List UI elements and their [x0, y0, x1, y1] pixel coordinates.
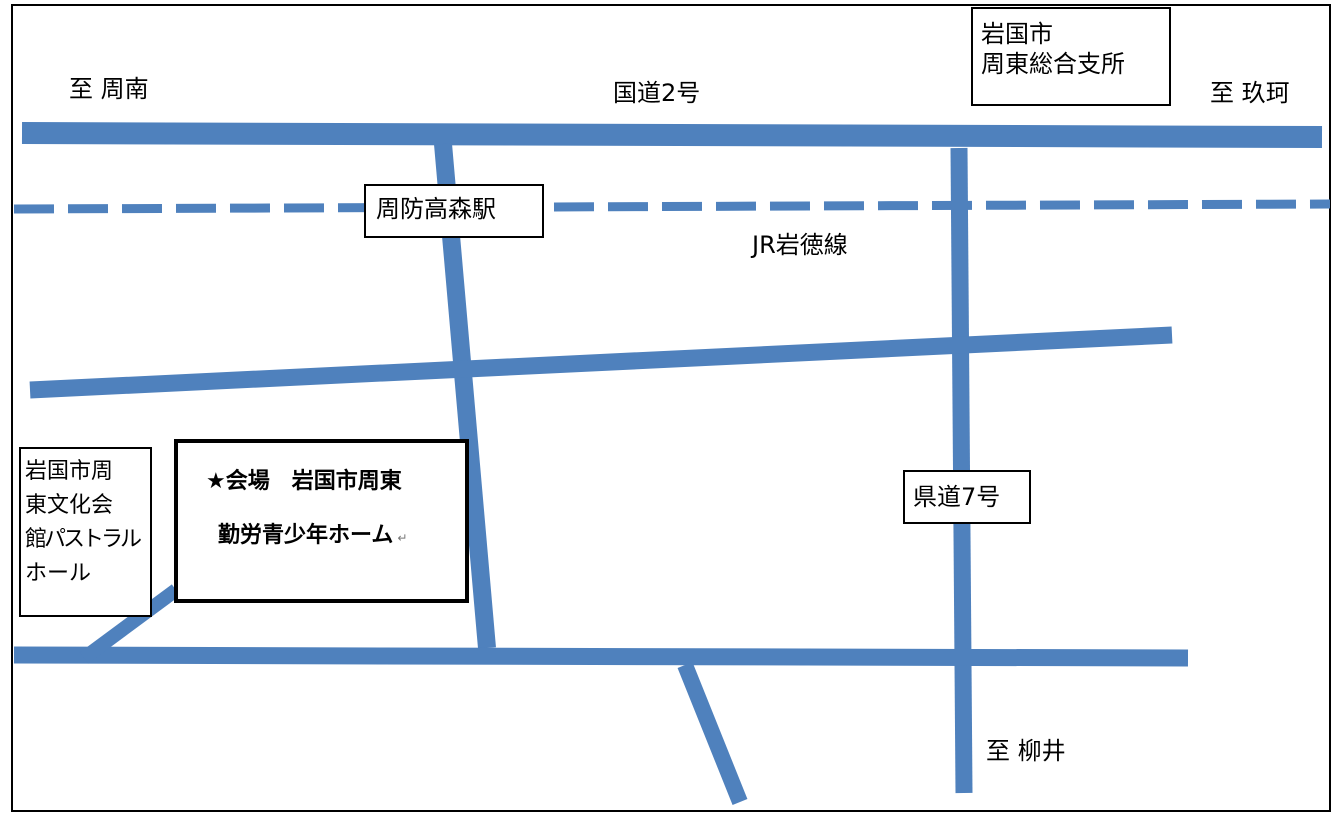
venue-name-line2: 勤労青少年ホーム↵ — [218, 521, 465, 553]
station-label-box: 周防高森駅 — [364, 184, 544, 238]
road-middle-east-west — [29, 326, 1173, 399]
road-south-east-west — [13, 646, 1189, 667]
rail-jr-gantoku-line — [13, 199, 1331, 214]
office-name-line2: 周東総合支所 — [981, 50, 1125, 78]
venue-name-line2-text: 勤労青少年ホーム — [218, 523, 394, 548]
office-name-line1: 岩国市 — [981, 20, 1053, 48]
road-hall-diagonal — [79, 584, 181, 664]
hall-name-line4: ホール — [25, 561, 92, 586]
road-south-diagonal — [677, 662, 748, 805]
label-route2: 国道2号 — [613, 79, 701, 107]
return-mark-icon: ↵ — [397, 531, 408, 545]
label-to-yanai: 至 柳井 — [986, 737, 1066, 765]
office-label-box: 岩国市 周東総合支所 — [971, 7, 1171, 106]
label-to-shunan: 至 周南 — [69, 75, 149, 103]
route7-label-box: 県道7号 — [903, 470, 1031, 524]
map-frame — [11, 4, 1331, 812]
hall-label-box: 岩国市周 東文化会 館パストラル ホール — [19, 447, 152, 617]
label-jr-line: JR岩徳線 — [752, 231, 848, 259]
label-to-kuga: 至 玖珂 — [1210, 79, 1290, 107]
station-name: 周防高森駅 — [376, 195, 496, 223]
hall-name-line1: 岩国市周 — [25, 459, 114, 484]
route7-name: 県道7号 — [913, 483, 1001, 511]
venue-name-line1: ★会場 岩国市周東 — [206, 469, 402, 494]
venue-label-box: ★会場 岩国市周東 勤労青少年ホーム↵ — [174, 439, 469, 603]
hall-name-line2: 東文化会 — [25, 493, 114, 518]
hall-name-line3: 館パストラル — [25, 527, 142, 552]
road-route2 — [21, 122, 1323, 148]
